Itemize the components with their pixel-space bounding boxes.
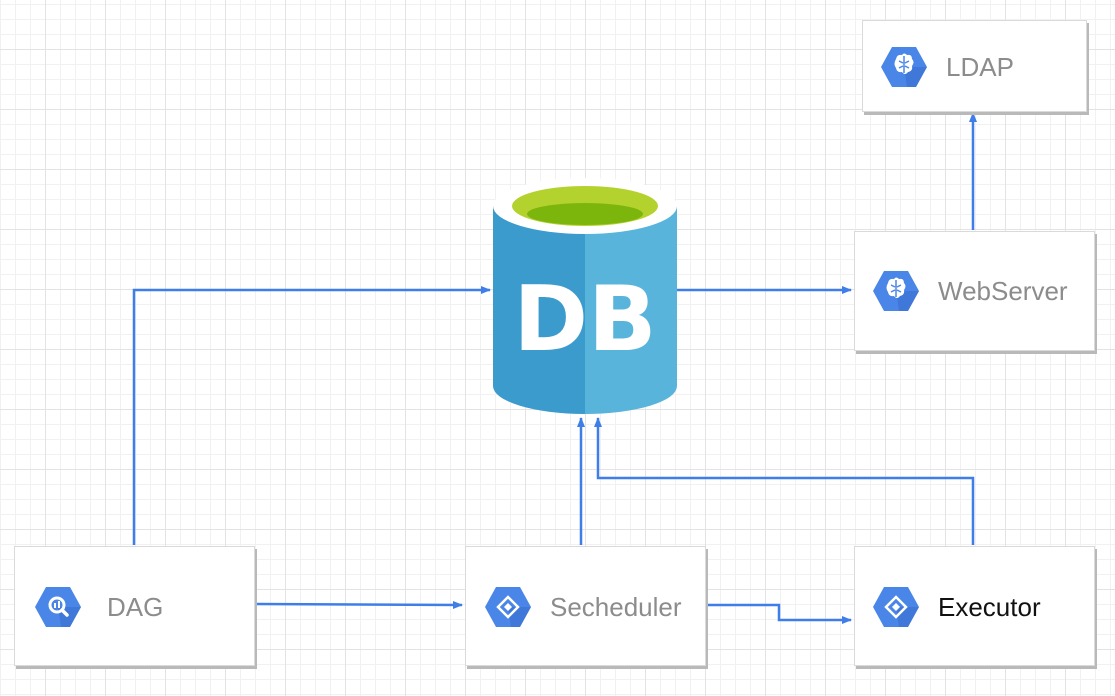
edge-scheduler-to-executor [707,603,852,624]
diamond-hex-icon [485,587,531,627]
dag-node[interactable]: DAG [14,546,255,666]
database-label: DB [513,267,656,372]
ai-brain-hex-icon [873,271,919,311]
ldap-node[interactable]: LDAP [862,20,1087,112]
database-cylinder-icon: DB [493,178,677,414]
dag-label: DAG [107,592,164,622]
executor-label: Executor [938,592,1041,622]
webserver-node[interactable]: WebServer [854,231,1095,351]
scheduler-label: Secheduler [550,592,682,622]
diamond-hex-icon [873,587,919,627]
webserver-label: WebServer [938,276,1068,306]
database-node[interactable]: DB [493,178,677,414]
edge-executor-to-db [594,417,975,545]
edge-dag-to-scheduler [255,600,463,609]
ai-brain-hex-icon [881,47,927,87]
edge-dag-to-db [132,286,491,545]
executor-node[interactable]: Executor [854,546,1095,666]
scheduler-node[interactable]: Secheduler [465,546,706,666]
search-hex-icon [35,587,81,627]
ldap-label: LDAP [946,52,1014,82]
